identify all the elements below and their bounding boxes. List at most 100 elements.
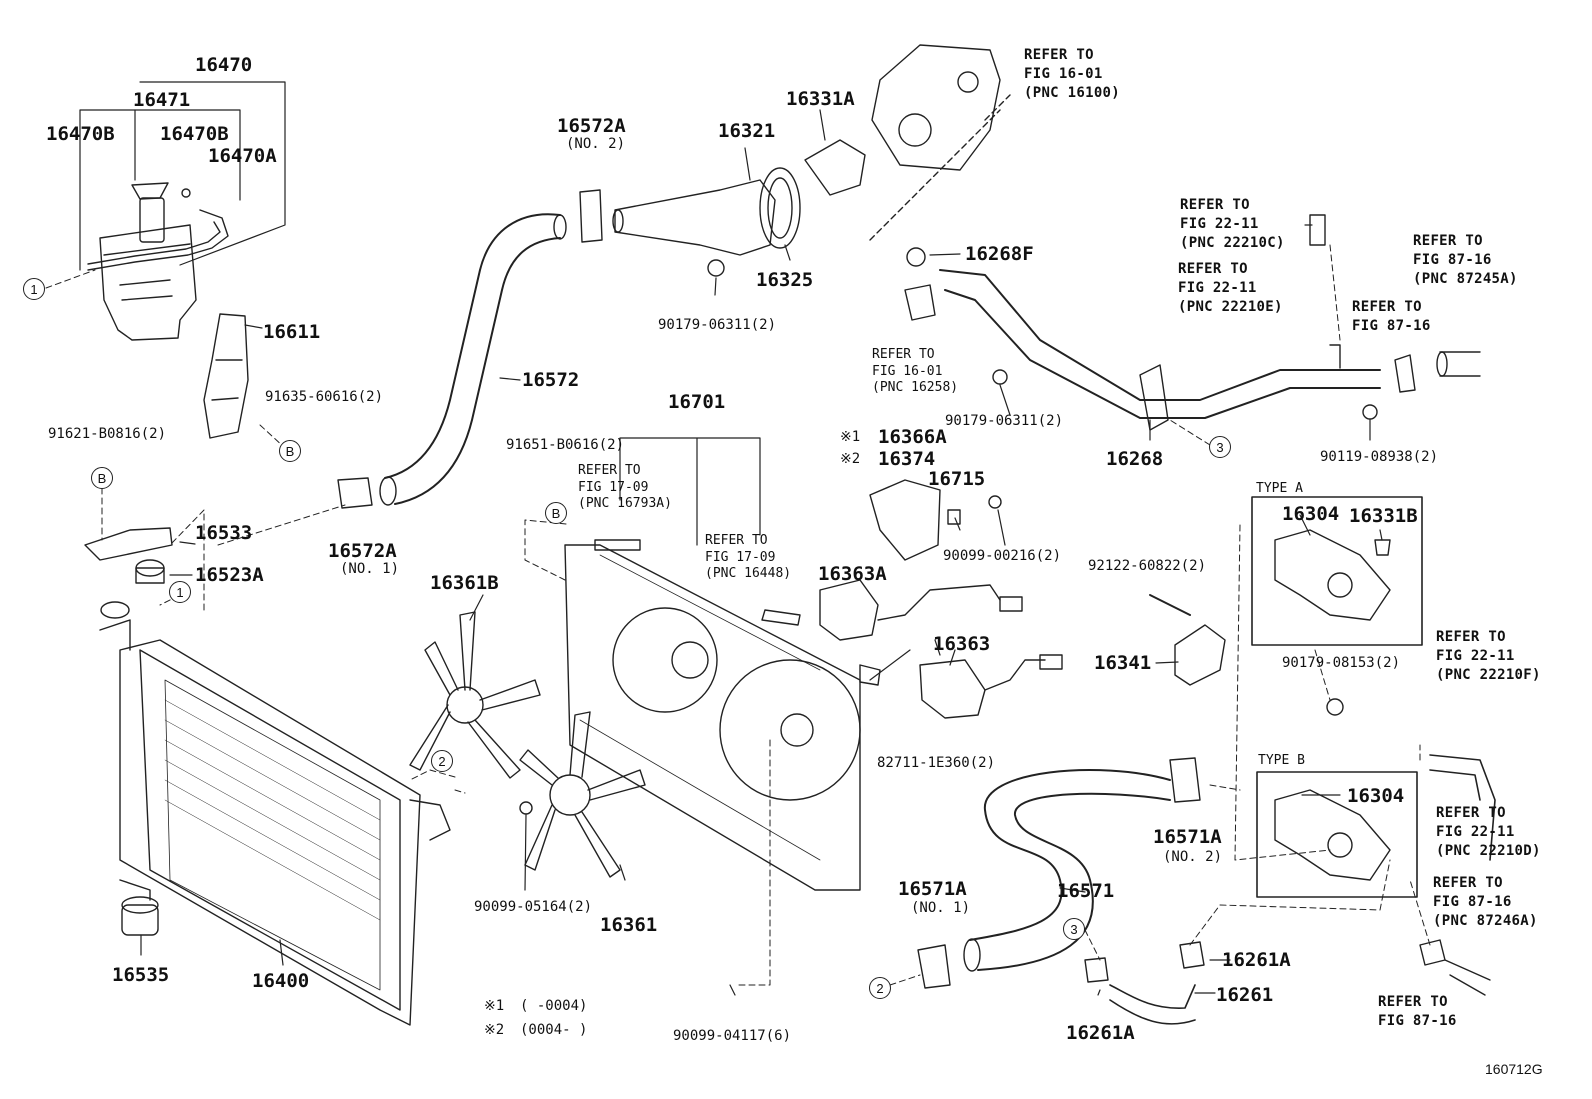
ref-line: REFER TO (1433, 875, 1503, 891)
part-16470B-right: 16470B (160, 123, 229, 145)
part-16331A: 16331A (786, 88, 855, 110)
part-16363A: 16363A (818, 563, 887, 585)
part-16331B: 16331B (1349, 505, 1418, 527)
ref-line: (PNC 22210D) (1436, 843, 1541, 859)
ref-line: (PNC 16258) (872, 380, 959, 395)
callout-2: 2 (431, 750, 453, 772)
upper-hose-drawing (384, 213, 561, 479)
callout-b: B (545, 502, 567, 524)
bracket-drawing (203, 313, 249, 439)
ref-line: REFER TO (872, 347, 935, 362)
callout-3: 3 (1063, 918, 1085, 940)
fan-shroud-drawing (564, 544, 861, 891)
ref-line: REFER TO (1378, 994, 1448, 1010)
callout-b: B (279, 440, 301, 462)
part-91635-60616: 91635-60616(2) (265, 389, 384, 405)
ref-line: (PNC 16793A) (578, 496, 672, 511)
part-90179-06311-mid: 90179-06311(2) (945, 413, 1064, 429)
part-16361B: 16361B (430, 572, 499, 594)
callout-b: B (91, 467, 113, 489)
ref-line: REFER TO (1413, 233, 1483, 249)
bypass-pipe-drawing (939, 269, 1381, 419)
part-91621-B0816: 91621-B0816(2) (48, 426, 167, 442)
catalog-number: 160712G (1485, 1061, 1543, 1077)
ref-line: REFER TO (1180, 197, 1250, 213)
part-90099-05164: 90099-05164(2) (474, 899, 593, 915)
ref-line: (PNC 22210C) (1180, 235, 1285, 251)
ref-line: (PNC 16448) (705, 566, 792, 581)
part-16715: 16715 (928, 468, 986, 490)
type-a-box (1251, 496, 1423, 646)
lower-hose-drawing (969, 769, 1171, 941)
water-outlet-drawing (614, 179, 776, 256)
type-a-label: TYPE A (1256, 481, 1303, 496)
part-16572A-top: 16572A (557, 115, 626, 137)
type-b-box (1256, 771, 1418, 898)
callout-1: 1 (23, 278, 45, 300)
part-16523A: 16523A (195, 564, 264, 586)
part-90119-08938: 90119-08938(2) (1320, 449, 1439, 465)
reservoir-tank-drawing (87, 182, 229, 341)
variant-mark-1-note: ※1 (484, 998, 505, 1014)
ref-line: REFER TO (705, 533, 768, 548)
part-16470: 16470 (195, 54, 253, 76)
part-16374: 16374 (878, 448, 936, 470)
part-16572A-bottom: 16572A (328, 540, 397, 562)
ref-line: (PNC 16100) (1024, 85, 1121, 101)
part-16321: 16321 (718, 120, 776, 142)
part-16268F: 16268F (965, 243, 1034, 265)
variant-note-2: (0004- ) (520, 1022, 588, 1038)
ref-line: REFER TO (1436, 805, 1506, 821)
part-16261A-bottom: 16261A (1066, 1022, 1135, 1044)
part-16366A: 16366A (878, 426, 947, 448)
part-16701: 16701 (668, 391, 726, 413)
variant-note-1: ( -0004) (520, 998, 588, 1014)
variant-mark-1: ※1 (840, 429, 861, 445)
ref-line: (PNC 87246A) (1433, 913, 1538, 929)
ref-line: FIG 87-16 (1352, 318, 1431, 334)
part-90099-04117: 90099-04117(6) (673, 1028, 792, 1044)
part-16261: 16261 (1216, 984, 1274, 1006)
ref-line: FIG 22-11 (1180, 216, 1259, 232)
variant-mark-2-note: ※2 (484, 1022, 505, 1038)
part-16400: 16400 (252, 970, 310, 992)
part-16325: 16325 (756, 269, 814, 291)
part-16304-type-a: 16304 (1282, 503, 1340, 525)
part-16571: 16571 (1057, 880, 1115, 902)
part-16571A-left: 16571A (898, 878, 967, 900)
ref-line: REFER TO (1352, 299, 1422, 315)
ref-line: REFER TO (1436, 629, 1506, 645)
ref-line: FIG 87-16 (1413, 252, 1492, 268)
ref-line: FIG 22-11 (1178, 280, 1257, 296)
part-16572A-bottom-note: (NO. 1) (340, 561, 400, 577)
part-90099-00216: 90099-00216(2) (943, 548, 1062, 564)
part-16471: 16471 (133, 89, 191, 111)
part-16535: 16535 (112, 964, 170, 986)
part-16571A-right: 16571A (1153, 826, 1222, 848)
ref-line: FIG 87-16 (1433, 894, 1512, 910)
ref-line: (PNC 22210F) (1436, 667, 1541, 683)
part-16572A-top-note: (NO. 2) (566, 136, 626, 152)
part-16341: 16341 (1094, 652, 1152, 674)
part-91651-B0616: 91651-B0616(2) (506, 437, 625, 453)
type-b-label: TYPE B (1258, 753, 1305, 768)
ref-line: FIG 22-11 (1436, 648, 1515, 664)
part-90179-08153: 90179-08153(2) (1282, 655, 1401, 671)
radiator-drawing (99, 601, 451, 1026)
ref-line: FIG 22-11 (1436, 824, 1515, 840)
variant-mark-2: ※2 (840, 451, 861, 467)
ref-line: (PNC 87245A) (1413, 271, 1518, 287)
part-16470A: 16470A (208, 145, 277, 167)
part-16304-type-b: 16304 (1347, 785, 1405, 807)
ref-line: (PNC 22210E) (1178, 299, 1283, 315)
part-92122-60822: 92122-60822(2) (1088, 558, 1207, 574)
ref-line: FIG 17-09 (578, 480, 649, 495)
part-16533: 16533 (195, 522, 253, 544)
ref-line: FIG 16-01 (872, 364, 943, 379)
part-16363: 16363 (933, 633, 991, 655)
part-16261A-right: 16261A (1222, 949, 1291, 971)
part-16268: 16268 (1106, 448, 1164, 470)
part-90179-06311-top: 90179-06311(2) (658, 317, 777, 333)
part-16361: 16361 (600, 914, 658, 936)
fan-blades-drawing (409, 611, 646, 878)
